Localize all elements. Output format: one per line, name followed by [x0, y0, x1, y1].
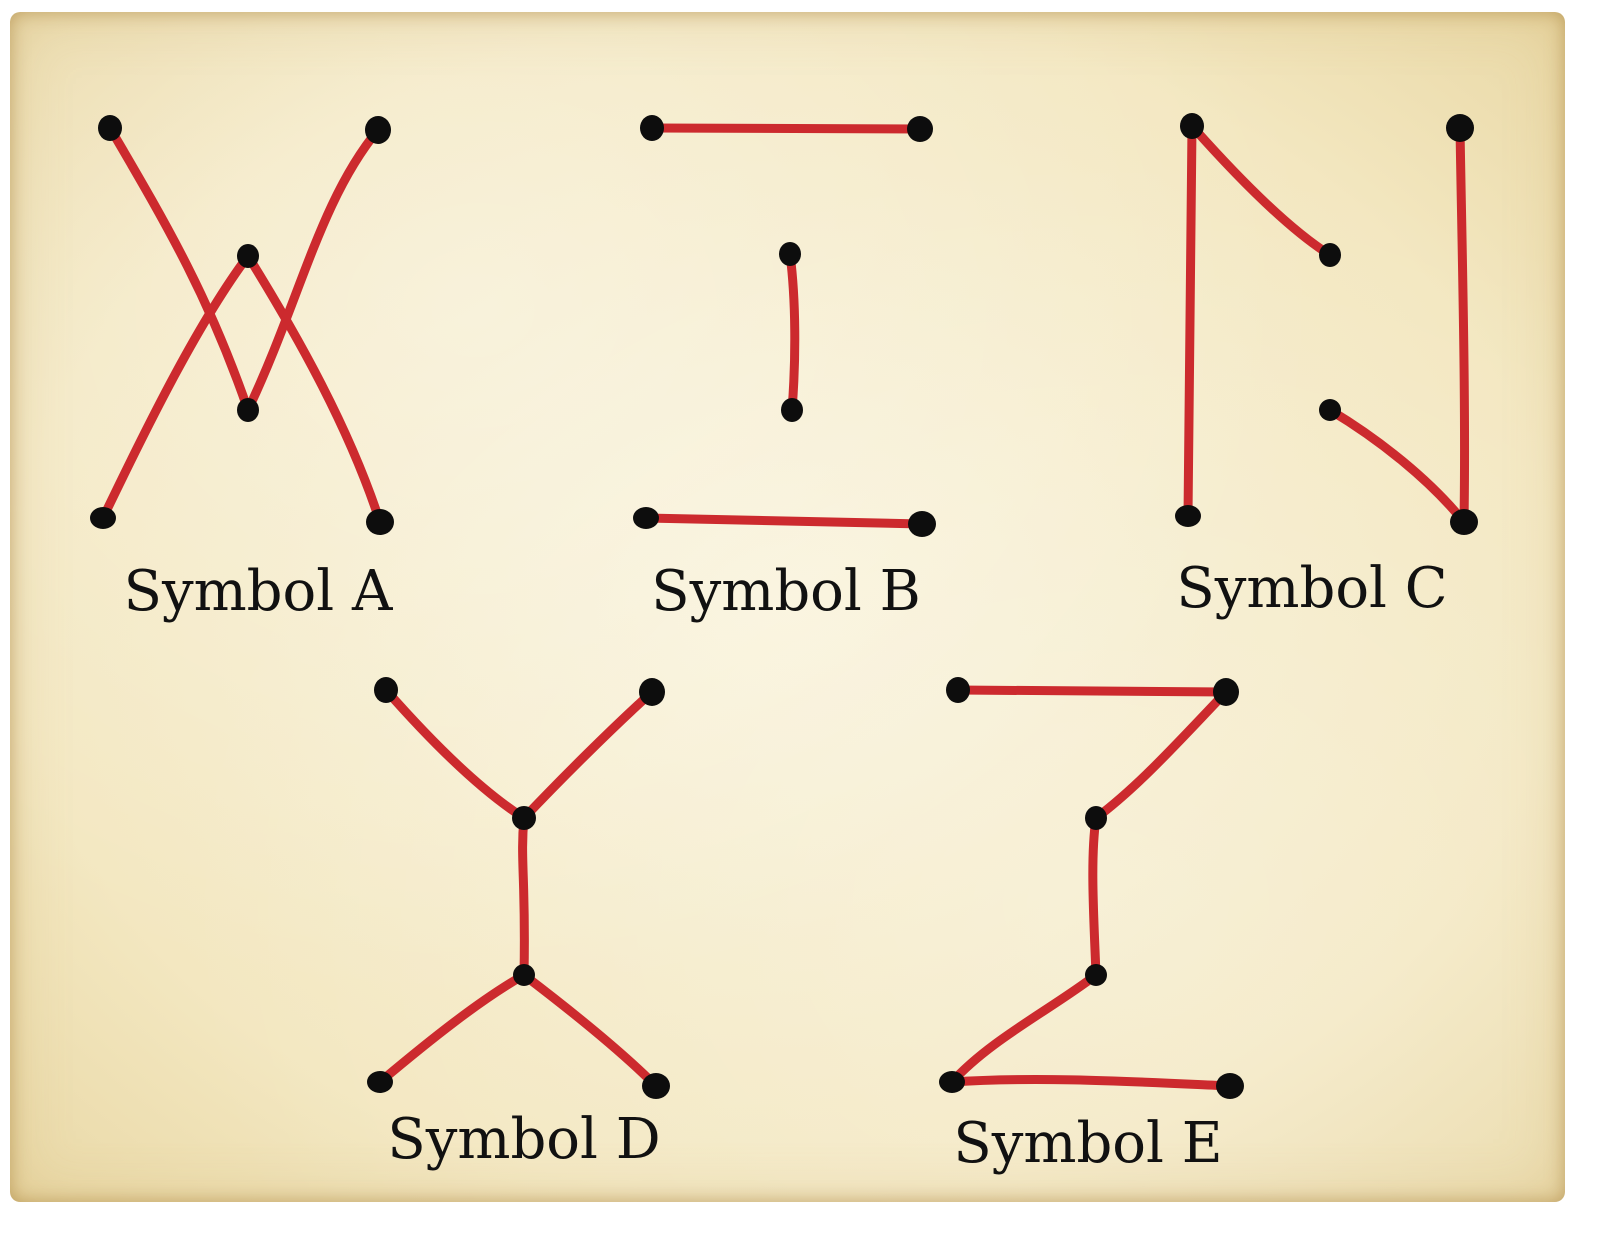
symbol-d-node	[374, 677, 398, 703]
symbol-a-node	[237, 398, 259, 422]
symbol-c-node	[1319, 243, 1341, 267]
symbol-c-upper-diagonal	[1187, 121, 1335, 260]
symbol-e-upper-diagonal	[1091, 687, 1231, 823]
symbol-a-stroke-left	[105, 123, 253, 415]
symbol-d-upper-left-arm	[381, 685, 529, 823]
symbol-b-node	[908, 511, 936, 537]
symbol-c-node	[1180, 113, 1204, 139]
symbol-e-top-bar	[953, 685, 1231, 697]
symbol-e-stem	[1088, 813, 1101, 980]
symbol-a-node	[366, 509, 394, 535]
symbol-e-label: Symbol E	[953, 1111, 1222, 1176]
symbol-c-lower-diagonal	[1325, 405, 1469, 527]
symbol-e-node	[1213, 678, 1239, 706]
symbol-b-node	[781, 398, 803, 422]
symbol-d-node	[512, 806, 536, 830]
symbol-e-node	[946, 677, 970, 703]
symbol-c-node	[1319, 399, 1341, 421]
symbol-e-node	[1085, 964, 1107, 986]
symbol-a-node	[90, 507, 116, 529]
symbol-a-node	[98, 115, 122, 141]
symbol-d-upper-right-arm	[519, 687, 657, 823]
symbol-e: Symbol E	[939, 677, 1244, 1176]
symbol-b-label: Symbol B	[651, 559, 921, 624]
symbol-c-node	[1175, 505, 1201, 527]
symbol-e-lower-diagonal	[947, 970, 1101, 1087]
symbol-c: Symbol C	[1175, 113, 1478, 621]
symbol-a-stroke-peak	[98, 251, 253, 523]
symbol-d-node	[367, 1071, 393, 1093]
symbol-a-stroke-top-right	[243, 125, 383, 415]
symbol-a: Symbol A	[90, 115, 394, 624]
symbol-d: Symbol D	[367, 677, 670, 1172]
symbol-d-lower-left-arm	[375, 970, 529, 1087]
symbol-d-node	[639, 678, 665, 706]
symbol-d-stem	[518, 813, 529, 980]
aged-paper-background	[10, 12, 1565, 1202]
symbol-c-label: Symbol C	[1176, 556, 1447, 621]
symbol-b: Symbol B	[633, 115, 936, 624]
symbol-a-node	[365, 116, 391, 144]
symbol-b-top-bar	[647, 123, 925, 134]
symbol-c-left-bar	[1183, 121, 1197, 521]
symbol-c-node	[1450, 509, 1478, 535]
symbol-e-node	[939, 1071, 965, 1093]
symbol-d-node	[513, 964, 535, 986]
symbol-d-node	[642, 1073, 670, 1099]
symbol-b-node	[640, 115, 664, 141]
symbol-b-center-bar	[785, 249, 800, 415]
symbol-e-node	[1085, 806, 1107, 830]
symbol-d-label: Symbol D	[387, 1107, 660, 1172]
symbol-c-right-bar	[1455, 123, 1470, 527]
symbol-a-stroke-right	[243, 251, 385, 527]
symbol-b-node	[907, 116, 933, 142]
symbol-d-lower-right-arm	[519, 970, 661, 1091]
symbol-e-bottom-bar	[947, 1074, 1235, 1091]
symbol-b-node	[633, 507, 659, 529]
symbol-a-label: Symbol A	[124, 559, 393, 624]
symbol-b-bottom-bar	[641, 513, 927, 529]
symbol-c-node	[1446, 114, 1474, 142]
symbol-b-node	[779, 242, 801, 266]
symbol-a-node	[237, 244, 259, 268]
symbol-e-node	[1216, 1073, 1244, 1099]
